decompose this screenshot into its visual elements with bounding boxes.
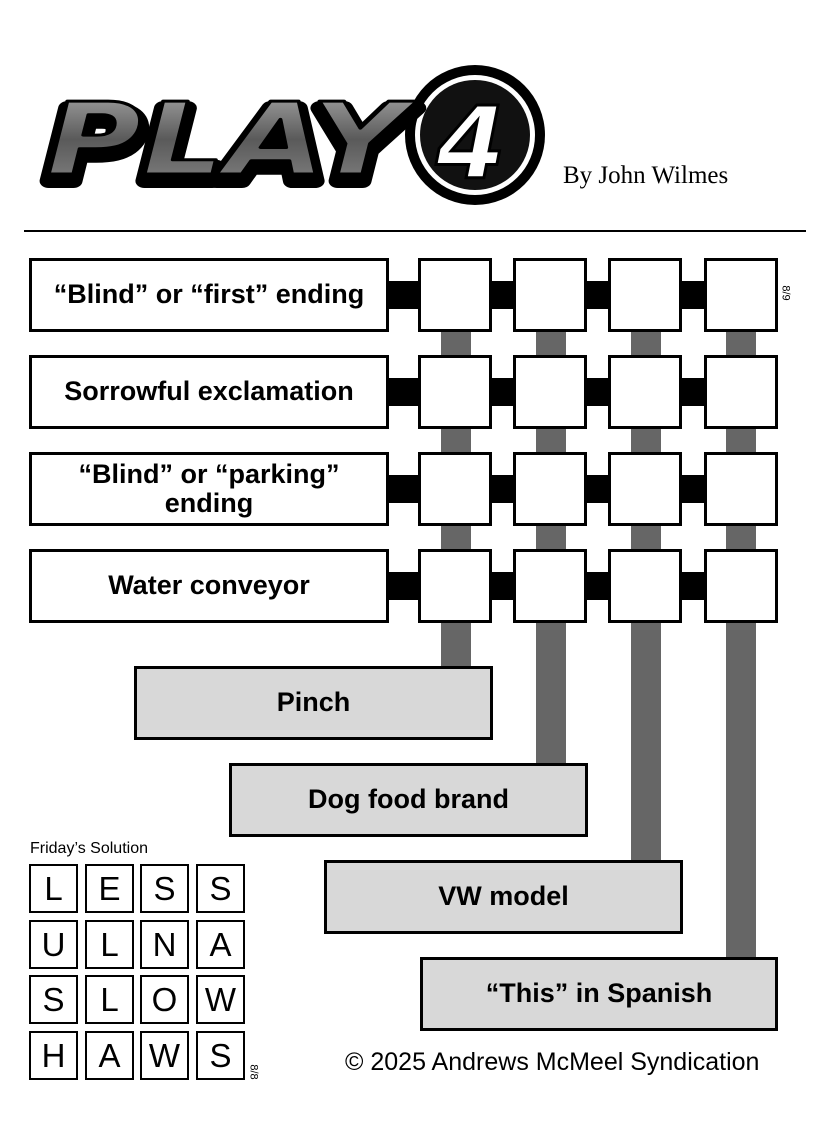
solution-cell: L	[85, 975, 134, 1024]
solution-cell: A	[196, 920, 245, 969]
grid-cell-r2c2[interactable]	[513, 355, 587, 429]
grid-cell-r4c3[interactable]	[608, 549, 682, 623]
grid-cell-r4c2[interactable]	[513, 549, 587, 623]
solution-cell: E	[85, 864, 134, 913]
down-clue-1: Pinch	[134, 666, 493, 740]
grid-cell-r1c1[interactable]	[418, 258, 492, 332]
grid-cell-r2c1[interactable]	[418, 355, 492, 429]
solution-cell: S	[29, 975, 78, 1024]
solution-cell: A	[85, 1031, 134, 1080]
grid-cell-r3c4[interactable]	[704, 452, 778, 526]
solution-cell: L	[85, 920, 134, 969]
svg-text:PLAY: PLAY	[46, 88, 417, 205]
play4-logo: PLAY PLAY 4	[39, 65, 545, 212]
across-clue-4: Water conveyor	[29, 549, 389, 623]
solution-title: Friday’s Solution	[30, 840, 148, 857]
grid-cell-r4c1[interactable]	[418, 549, 492, 623]
across-clue-1: “Blind” or “first” ending	[29, 258, 389, 332]
solution-cell: N	[140, 920, 189, 969]
grid-cell-r3c3[interactable]	[608, 452, 682, 526]
solution-cell: S	[196, 1031, 245, 1080]
solution-cell: W	[140, 1031, 189, 1080]
grid-cell-r2c4[interactable]	[704, 355, 778, 429]
solution-date: 8/8	[247, 1064, 260, 1080]
solution-cell: L	[29, 864, 78, 913]
header-divider	[24, 230, 806, 232]
logo-number: 4	[435, 85, 506, 202]
grid-cell-r1c2[interactable]	[513, 258, 587, 332]
solution-cell: W	[196, 975, 245, 1024]
grid-cell-r3c1[interactable]	[418, 452, 492, 526]
solution-cell: H	[29, 1031, 78, 1080]
grid-cell-r2c3[interactable]	[608, 355, 682, 429]
across-clue-3: “Blind” or “parking” ending	[29, 452, 389, 526]
logo-word: PLAY	[46, 81, 417, 198]
across-clue-2: Sorrowful exclamation	[29, 355, 389, 429]
down-clue-3: VW model	[324, 860, 683, 934]
copyright: © 2025 Andrews McMeel Syndication	[345, 1048, 760, 1076]
down-clue-4: “This” in Spanish	[420, 957, 778, 1031]
solution-cell: U	[29, 920, 78, 969]
solution-cell: S	[140, 864, 189, 913]
grid-cell-r1c4[interactable]	[704, 258, 778, 332]
grid-cell-r4c4[interactable]	[704, 549, 778, 623]
grid-cell-r1c3[interactable]	[608, 258, 682, 332]
solution-cell: O	[140, 975, 189, 1024]
byline: By John Wilmes	[563, 162, 729, 189]
grid-cell-r3c2[interactable]	[513, 452, 587, 526]
solution-cell: S	[196, 864, 245, 913]
down-clue-2: Dog food brand	[229, 763, 588, 837]
puzzle-date: 8/9	[779, 285, 792, 301]
